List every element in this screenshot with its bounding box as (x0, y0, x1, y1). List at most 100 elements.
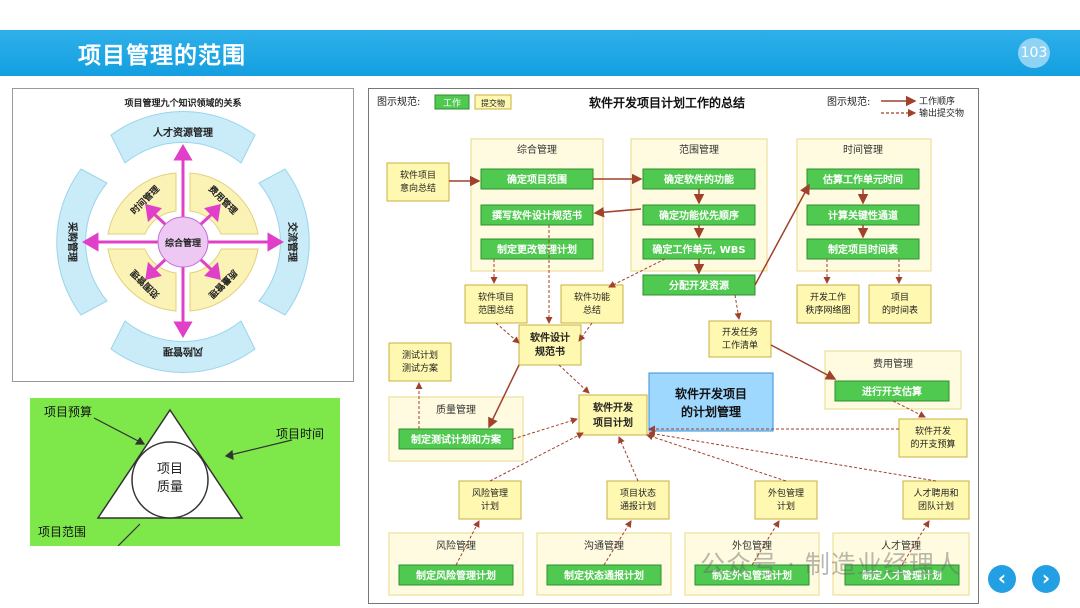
order-arrows (449, 173, 869, 429)
doc-scope-l2: 范围总结 (478, 304, 514, 316)
doc-risk-l2: 计划 (481, 500, 499, 512)
ring-center-label: 综合管理 (165, 237, 201, 249)
doc-hr-l1: 人才聘用和 (913, 487, 958, 499)
legend-work-swatch (434, 94, 470, 110)
doc-schedule-l2: 的时间表 (882, 304, 918, 316)
ring-outer-bottom (110, 320, 256, 373)
group-cost-title: 费用管理 (873, 357, 913, 370)
ring-outer-top (110, 111, 256, 164)
triangle-budget-label: 项目预算 (44, 404, 92, 419)
ring-inner-br (189, 248, 259, 312)
task-test-plan: 制定测试计划和方案 (411, 433, 502, 446)
legend-work-label: 工作 (443, 97, 461, 109)
task-schedule: 制定项目时间表 (828, 243, 899, 256)
doc-budget-l2: 的开支预算 (910, 438, 955, 450)
watermark-text: 公众号 · 制造业经理人 (700, 550, 961, 579)
task-estimate-time: 估算工作单元时间 (822, 173, 903, 186)
task-allocate-resources: 分配开发资源 (669, 279, 729, 292)
legend-order-label: 工作顺序 (919, 95, 955, 107)
group-quality-title: 质量管理 (436, 403, 476, 416)
project-triangle-diagram: 项目 质量 项目预算 项目时间 项目范围 (30, 398, 340, 546)
task-outsourcing-plan: 制定外包管理计划 (712, 569, 792, 582)
doc-scope-l1: 软件项目 (478, 291, 514, 303)
doc-intent-l1: 软件项目 (400, 169, 436, 181)
task-define-functions: 确定软件的功能 (664, 173, 734, 186)
legend-right-label: 图示规范: (827, 95, 870, 108)
flow-svg: 图示规范: 工作 提交物 软件开发项目计划工作的总结 图示规范: 工作顺序 输出… (377, 94, 970, 596)
doc-intent-l2: 意向总结 (400, 182, 436, 194)
doc-spec-l1: 软件设计 (530, 331, 570, 344)
task-change-plan: 制定更改管理计划 (497, 243, 577, 256)
legend-left-label: 图示规范: (377, 95, 420, 108)
group-hr-title: 人才管理 (881, 539, 921, 552)
software-plan-diagram: 图示规范: 工作 提交物 软件开发项目计划工作的总结 图示规范: 工作顺序 输出… (368, 88, 979, 604)
doc-status-l2: 通报计划 (620, 500, 656, 512)
task-hr-plan: 制定人才管理计划 (862, 569, 942, 582)
flow-title: 软件开发项目计划工作的总结 (589, 95, 745, 110)
triangle-time-label: 项目时间 (276, 427, 324, 441)
doc-status-l1: 项目状态 (620, 487, 656, 499)
group-titles: 综合管理 范围管理 时间管理 质量管理 费用管理 风险管理 沟通管理 外包管理 … (436, 143, 921, 552)
central-plan-box (648, 372, 774, 432)
group-scope-title: 范围管理 (679, 143, 719, 156)
group-integration-title: 综合管理 (517, 143, 557, 156)
prev-page-button[interactable]: ‹ (988, 565, 1016, 593)
legend-output-label: 输出提交物 (919, 107, 964, 119)
ring-inner-bl (107, 248, 177, 312)
doc-schedule-l1: 项目 (891, 292, 909, 303)
doc-outsourcing-l1: 外包管理 (768, 487, 804, 499)
doc-tasklist-l2: 工作清单 (722, 339, 758, 351)
ring-center-circle (157, 216, 209, 268)
ring-arrows (82, 144, 284, 338)
knowledge-areas-svg: 项目管理九个知识领域的关系 综合管理 人才资源管理 风险管理 采购管理 交流管理… (56, 97, 310, 373)
task-status-plan: 制定状态通报计划 (564, 569, 644, 582)
doc-spec-l2: 规范书 (535, 345, 565, 358)
triangle-center-line1: 项目 (157, 462, 183, 477)
doc-network-l2: 秩序网络图 (805, 304, 850, 316)
title-bar: 项目管理的范围 103 (0, 30, 1080, 76)
ring-outer-left-label: 采购管理 (66, 221, 79, 262)
legend-doc-label: 提交物 (481, 98, 505, 108)
triangle-pointers (93, 417, 293, 546)
doc-outsourcing-l2: 计划 (777, 500, 795, 512)
group-comm-title: 沟通管理 (584, 539, 624, 552)
ring-inner-tr (189, 172, 259, 235)
ring-outer-bottom-label: 风险管理 (163, 345, 203, 358)
task-define-scope: 确定项目范围 (507, 173, 567, 186)
doc-func-l2: 总结 (583, 304, 601, 316)
doc-notes (386, 162, 970, 520)
knowledge-areas-diagram: 项目管理九个知识领域的关系 综合管理 人才资源管理 风险管理 采购管理 交流管理… (12, 88, 354, 382)
triangle-center-line2: 质量 (157, 480, 183, 495)
doc-budget-l1: 软件开发 (915, 425, 951, 437)
ring-outer-right (258, 168, 310, 316)
triangle-inner-circle (131, 441, 209, 519)
task-critical-path: 计算关键性通道 (828, 209, 898, 222)
task-priority: 确定功能优先顺序 (659, 209, 739, 222)
doc-hr-l2: 团队计划 (918, 500, 954, 512)
task-risk-plan: 制定风险管理计划 (416, 569, 496, 582)
task-wbs: 确定工作单元, WBS (652, 243, 745, 256)
page-title: 项目管理的范围 (78, 43, 246, 69)
doc-network-l1: 开发工作 (810, 291, 846, 303)
doc-risk-l1: 风险管理 (472, 487, 508, 499)
doc-labels: 软件项目 意向总结 软件项目 范围总结 软件功能 总结 软件设计 规范书 开发工… (400, 169, 959, 512)
next-page-button[interactable]: › (1032, 565, 1060, 593)
doc-test-l2: 测试方案 (402, 362, 438, 374)
ring-outer-left (56, 168, 108, 316)
task-write-spec: 撰写软件设计规范书 (492, 209, 582, 222)
legend-doc-swatch (474, 94, 512, 110)
group-time-title: 时间管理 (843, 143, 883, 156)
task-cost-estimate: 进行开支估算 (862, 385, 922, 398)
ring-inner-tl (107, 172, 177, 235)
doc-tasklist-l1: 开发任务 (722, 326, 758, 338)
triangle-scope-label: 项目范围 (38, 525, 86, 539)
task-labels: 确定项目范围 撰写软件设计规范书 制定更改管理计划 确定软件的功能 确定功能优先… (411, 173, 942, 582)
group-outsourcing-title: 外包管理 (732, 539, 772, 552)
ring-outer-top-label: 人才资源管理 (153, 126, 213, 139)
task-boxes (398, 168, 960, 586)
doc-test-l1: 测试计划 (402, 349, 438, 361)
page-number-badge: 103 (1018, 38, 1050, 68)
ring-title: 项目管理九个知识领域的关系 (124, 97, 241, 109)
ring-outer-right-label: 交流管理 (286, 222, 299, 262)
output-arrows (415, 225, 937, 566)
